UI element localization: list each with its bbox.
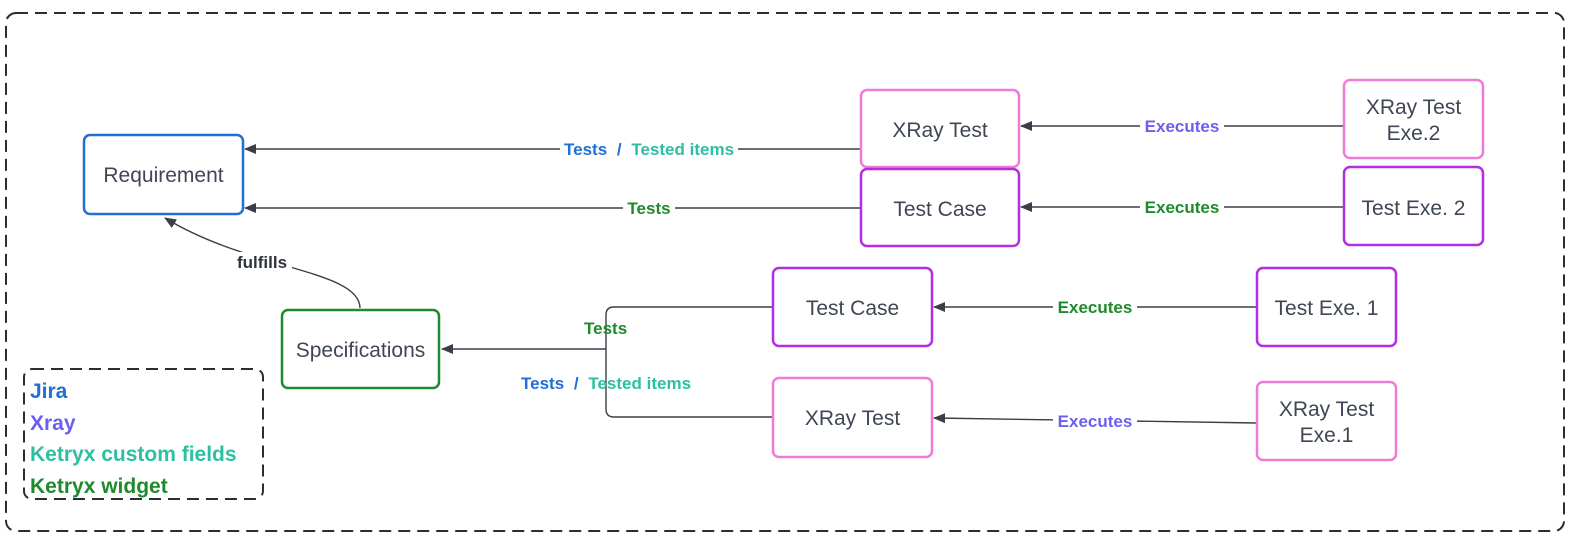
node-test-case-top-label: Test Case bbox=[893, 198, 986, 221]
nodes: Requirement Specifications XRay Test Tes… bbox=[82, 78, 1485, 462]
edge-specifications-to-requirement bbox=[164, 217, 361, 309]
label-executes-xray-top: Executes bbox=[1145, 117, 1220, 136]
legend-xray: Xray bbox=[30, 412, 76, 435]
edge-test-case-to-specifications bbox=[605, 306, 773, 349]
node-xray-exe1[interactable]: XRay Test Exe.1 bbox=[1255, 380, 1398, 462]
node-specifications[interactable]: Specifications bbox=[280, 308, 441, 390]
legend-jira: Jira bbox=[30, 380, 68, 403]
node-xray-exe2[interactable]: XRay Test Exe.2 bbox=[1342, 78, 1485, 160]
label-tested-items: Tested items bbox=[631, 140, 734, 159]
node-requirement[interactable]: Requirement bbox=[82, 133, 245, 216]
edge-xray-test-to-specifications bbox=[605, 349, 773, 418]
label-tests-top: Tests bbox=[627, 199, 670, 218]
label-executes-test-top: Executes bbox=[1145, 198, 1220, 217]
node-xray-test-top-label: XRay Test bbox=[892, 119, 987, 142]
outer-frame bbox=[5, 12, 1565, 532]
label-executes-xray-bottom: Executes bbox=[1058, 412, 1133, 431]
node-test-exe1[interactable]: Test Exe. 1 bbox=[1255, 266, 1398, 348]
edge-labels: Tests / Tested items Tests Executes Exec… bbox=[232, 116, 1224, 431]
node-test-case-bottom[interactable]: Test Case bbox=[771, 266, 934, 348]
legend-ketryx-widget: Ketryx widget bbox=[30, 475, 168, 498]
label-slash-bottom: / bbox=[574, 374, 579, 393]
node-xray-test-bottom-label: XRay Test bbox=[805, 407, 900, 430]
legend-ketryx-custom-fields: Ketryx custom fields bbox=[30, 443, 237, 466]
node-test-exe2-label: Test Exe. 2 bbox=[1362, 197, 1466, 220]
node-xray-test-top[interactable]: XRay Test bbox=[859, 88, 1021, 169]
label-tests-jira: Tests bbox=[564, 140, 607, 159]
label-slash: / bbox=[617, 140, 622, 159]
node-test-case-bottom-label: Test Case bbox=[806, 297, 899, 320]
node-xray-test-bottom[interactable]: XRay Test bbox=[771, 376, 934, 459]
svg-text:Tests / Tested ite: Tests / Tested items bbox=[564, 140, 734, 159]
node-xray-exe1-line2: Exe.1 bbox=[1300, 424, 1354, 447]
node-specifications-label: Specifications bbox=[296, 339, 426, 362]
node-xray-exe1-line1: XRay Test bbox=[1279, 398, 1374, 421]
node-xray-exe2-line1: XRay Test bbox=[1366, 96, 1461, 119]
node-test-exe2[interactable]: Test Exe. 2 bbox=[1342, 165, 1485, 247]
node-test-case-top[interactable]: Test Case bbox=[859, 167, 1021, 248]
label-tests-bottom: Tests bbox=[584, 319, 627, 338]
label-fulfills: fulfills bbox=[237, 253, 287, 272]
node-requirement-label: Requirement bbox=[103, 164, 223, 187]
node-test-exe1-label: Test Exe. 1 bbox=[1275, 297, 1379, 320]
node-xray-exe2-line2: Exe.2 bbox=[1387, 122, 1441, 145]
label-tests-jira-bottom: Tests bbox=[521, 374, 564, 393]
label-executes-test-bottom: Executes bbox=[1058, 298, 1133, 317]
label-tested-items-bottom: Tested items bbox=[588, 374, 691, 393]
legend-frame bbox=[23, 368, 264, 500]
svg-text:Tests / Tested ite: Tests / Tested items bbox=[521, 374, 691, 393]
legend: Jira Xray Ketryx custom fields Ketryx wi… bbox=[23, 368, 264, 500]
